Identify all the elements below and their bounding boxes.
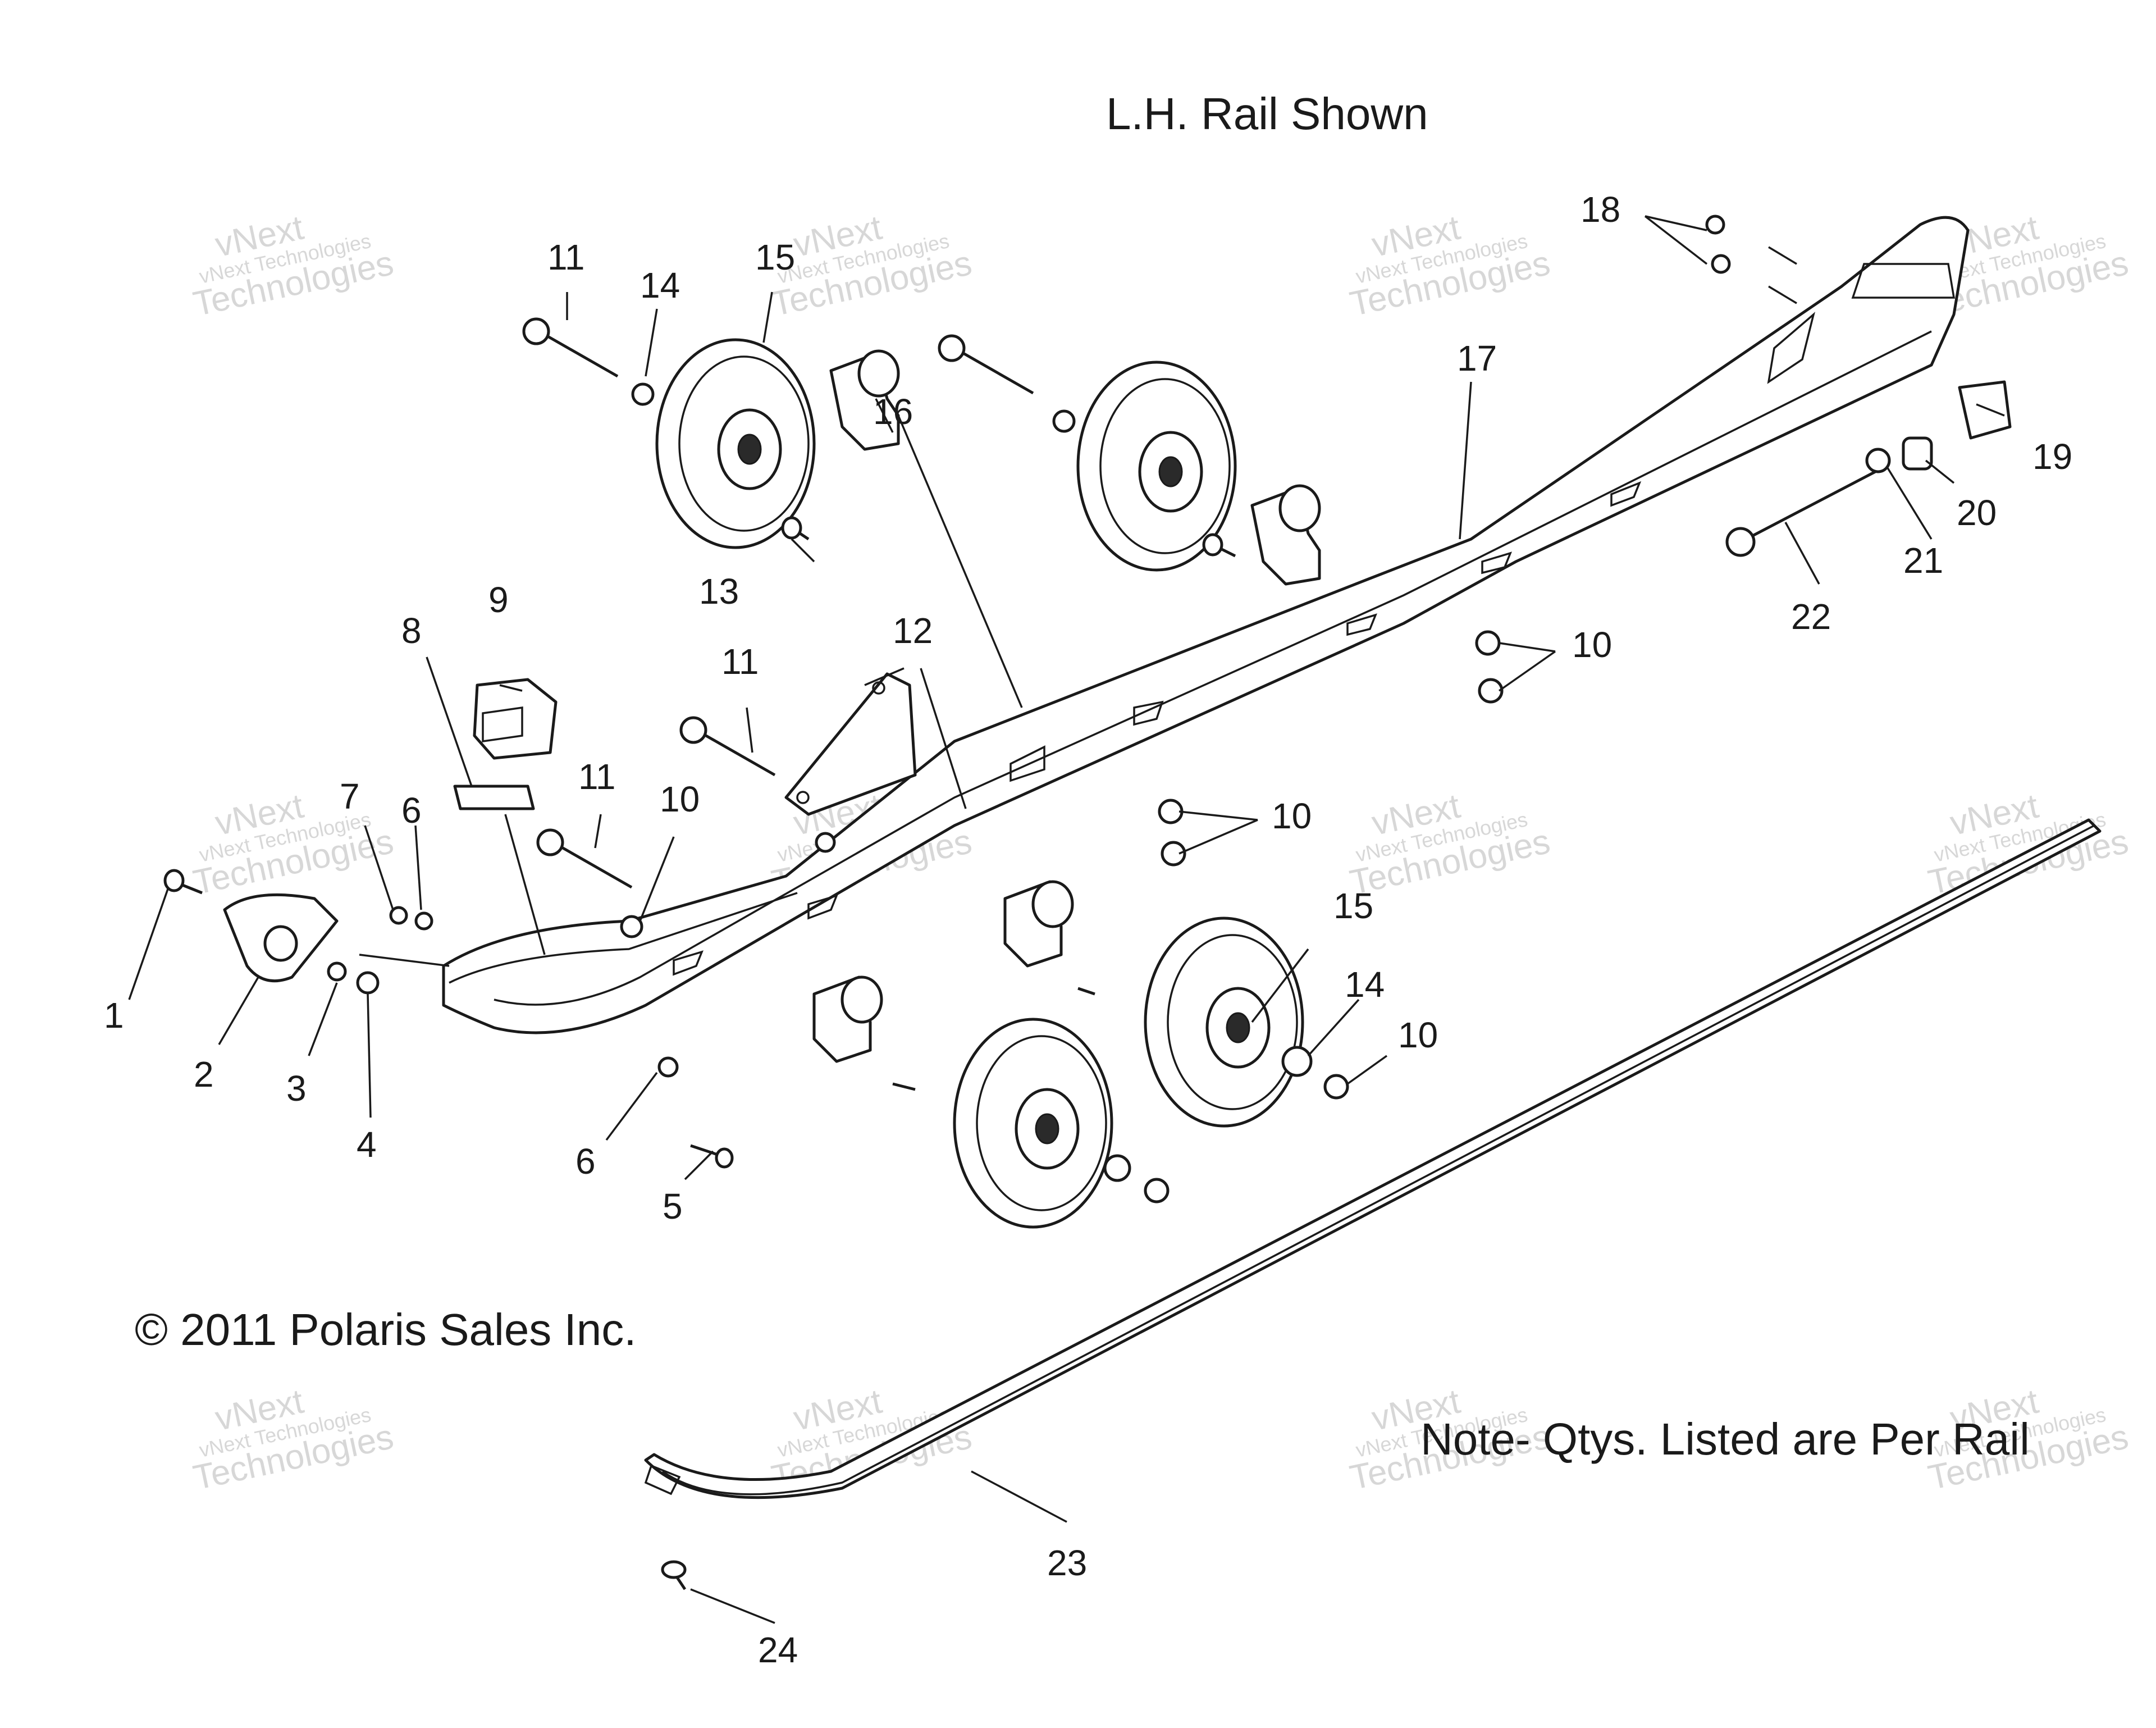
watermark: vNext Technologies vNext Technologies bbox=[190, 208, 396, 324]
callout-14-a: 14 bbox=[640, 265, 680, 306]
callout-2: 2 bbox=[194, 1054, 214, 1095]
watermark: vNext Technologies vNext Technologies bbox=[768, 208, 975, 324]
callout-10-b: 10 bbox=[1272, 796, 1312, 836]
callout-23: 23 bbox=[1047, 1543, 1087, 1583]
callout-22: 22 bbox=[1791, 596, 1831, 637]
wheel-bracket-upper-left bbox=[829, 349, 900, 451]
watermark: vNext Technologies vNext Technologies bbox=[1925, 1382, 2131, 1498]
watermark: vNext Technologies vNext Technologies bbox=[190, 787, 396, 902]
wheel-bracket-upper-right bbox=[1250, 484, 1321, 586]
callout-19: 19 bbox=[2032, 436, 2072, 477]
callout-3: 3 bbox=[286, 1068, 307, 1109]
callout-6-lower: 6 bbox=[575, 1141, 596, 1182]
callout-21: 21 bbox=[1903, 540, 1943, 581]
callout-20: 20 bbox=[1957, 493, 1997, 533]
callout-11-c: 11 bbox=[578, 756, 615, 797]
slide-rail bbox=[644, 818, 2102, 1499]
callout-7: 7 bbox=[340, 776, 360, 817]
copyright-text: © 2011 Polaris Sales Inc. bbox=[135, 1305, 636, 1355]
callout-11-b: 11 bbox=[721, 641, 759, 682]
wheel-bracket-lower-left bbox=[812, 975, 883, 1063]
block-part-9 bbox=[473, 678, 558, 760]
note-text: Note- Qtys. Listed are Per Rail bbox=[1420, 1414, 2030, 1464]
watermark: vNext Technologies vNext Technologies bbox=[1925, 787, 2131, 902]
callout-15-a: 15 bbox=[755, 237, 795, 277]
callout-8: 8 bbox=[401, 610, 422, 651]
watermark: vNext Technologies vNext Technologies bbox=[1346, 787, 1553, 902]
callout-6-upper: 6 bbox=[401, 790, 422, 831]
watermark: vNext Technologies vNext Technologies bbox=[1346, 208, 1553, 324]
callout-5: 5 bbox=[663, 1186, 683, 1227]
leader-lines bbox=[128, 215, 2005, 1624]
callout-11-a: 11 bbox=[547, 237, 584, 277]
wheel-upper-left bbox=[655, 338, 816, 549]
callout-1: 1 bbox=[104, 995, 124, 1036]
diagram-title: L.H. Rail Shown bbox=[1106, 89, 1428, 139]
bolt-11-upper bbox=[538, 330, 619, 378]
callout-10-d: 10 bbox=[1398, 1015, 1438, 1055]
wheel-lower-right bbox=[1144, 917, 1304, 1128]
callout-24: 24 bbox=[758, 1630, 798, 1670]
callout-14-b: 14 bbox=[1345, 964, 1385, 1005]
watermark: vNext Technologies vNext Technologies bbox=[190, 1382, 396, 1498]
callout-10-a: 10 bbox=[1572, 624, 1612, 665]
callout-labels: 1 2 3 4 5 6 6 7 8 9 10 10 10 10 11 11 11… bbox=[104, 189, 2072, 1670]
hardware-group bbox=[327, 215, 2012, 1203]
wheel-lower-left bbox=[953, 1018, 1113, 1229]
callout-9: 9 bbox=[488, 580, 509, 620]
callout-15-b: 15 bbox=[1333, 886, 1373, 926]
bolt-group bbox=[163, 317, 1876, 1590]
plate-part-12 bbox=[784, 672, 917, 816]
wheel-bracket-lower-right bbox=[1003, 880, 1074, 968]
rail-assembly bbox=[442, 216, 1970, 1034]
clip-part-8 bbox=[453, 785, 535, 810]
callout-18: 18 bbox=[1581, 189, 1620, 230]
callout-12: 12 bbox=[893, 610, 933, 651]
callout-16: 16 bbox=[873, 391, 913, 432]
front-cap bbox=[223, 893, 339, 983]
callout-4: 4 bbox=[357, 1124, 377, 1165]
callout-13: 13 bbox=[699, 571, 739, 612]
callout-10-c: 10 bbox=[660, 779, 700, 819]
callout-17: 17 bbox=[1457, 338, 1497, 379]
wheel-upper-right bbox=[1076, 361, 1237, 572]
